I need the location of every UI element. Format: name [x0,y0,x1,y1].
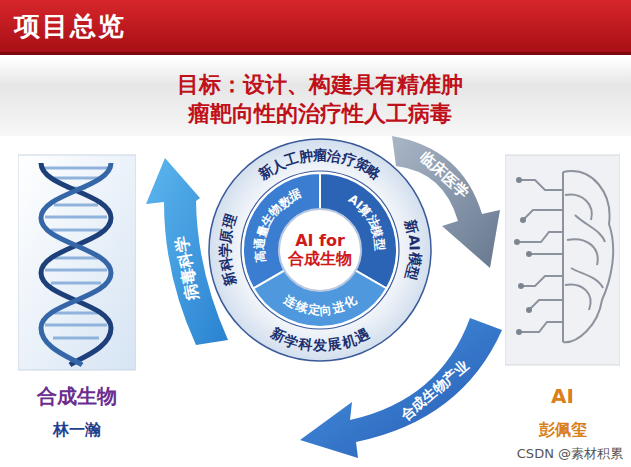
arc-char: 发 [313,338,327,352]
goal-heading: 目标：设计、构建具有精准肿瘤靶向性的治疗性人工病毒 [172,70,468,128]
arc-char: I [408,246,422,251]
ai-panel-shape [505,150,620,372]
synbio-panel-shape [18,150,136,372]
panel-heading: 合成生物 [18,384,136,409]
person-name: 林一瀚 [18,420,136,440]
arc-char: A [407,234,422,246]
arc-char: 科 [218,256,234,272]
slide-title: 项目总览 [14,9,126,43]
arc-char: 瘤 [313,148,327,162]
arc-char: 新 [404,219,421,236]
person-name: 彭佩玺 [505,420,620,440]
arc-char: 肿 [298,148,314,164]
outer-ring: 新人工肿瘤治疗策略新AI模型新学科发展机遇新科学原理高通量生物数据AI算法模型连… [208,138,432,362]
arc-char: 模 [370,225,385,240]
watermark: CSDN @素材积累 [515,446,625,462]
arc-char: 定 [307,303,320,316]
arc-char: 型 [404,264,421,281]
flow-arrow-shape [385,130,505,275]
arc-char: 型 [373,238,386,251]
synbio-panel: 合成生物林一瀚 [18,150,136,450]
ai-panel: AI 彭佩玺 [505,150,620,450]
arc-char: 模 [407,251,422,266]
center-circle: AI for 合成生物 [278,208,362,292]
arc-char: 科 [298,336,314,352]
flow-arrow: 合成生物产业 [295,310,510,462]
flow-arrow: 临床医学 [385,130,505,275]
flow-arrow-shape [295,310,510,462]
arc-char: 高 [254,249,267,262]
arc-char: 续 [294,300,309,315]
arrow-label: 临床医学 [416,149,472,201]
arc-char: 通 [254,237,267,250]
panel-heading: AI [505,384,620,409]
center-label: AI for 合成生物 [286,208,354,292]
arc-char: 原 [218,228,234,244]
arrow-label: 合成生物产业 [398,358,472,424]
arc-char: 新 [221,270,239,288]
arc-char: 学 [218,243,232,257]
